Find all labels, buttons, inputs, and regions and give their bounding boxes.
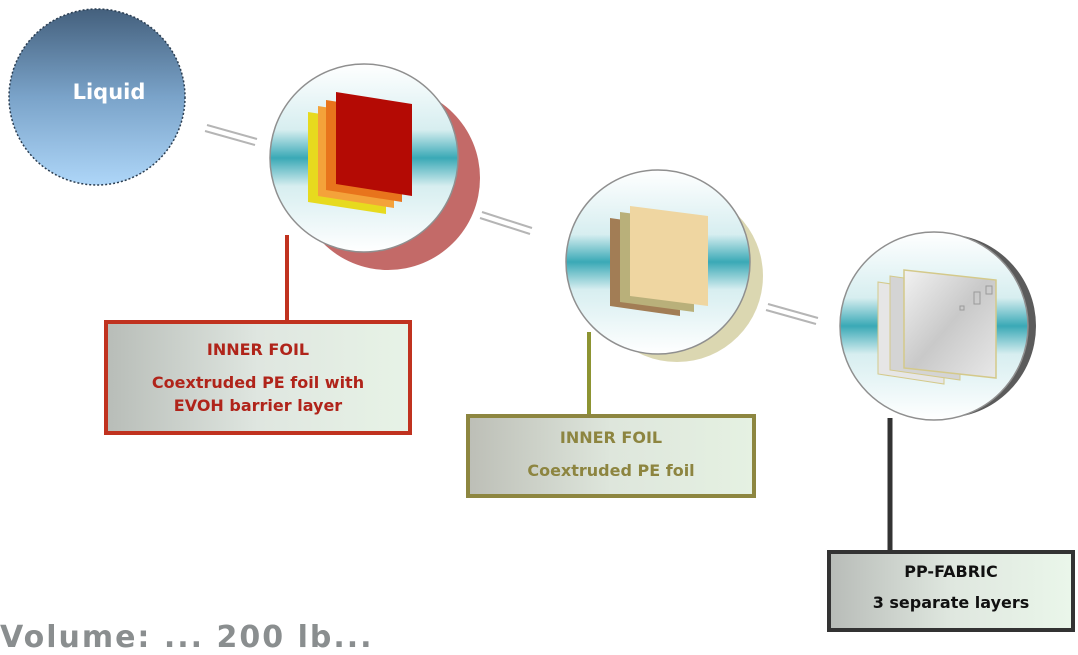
- pp-fabric-node: [839, 231, 1036, 421]
- inner-foil-pe-box: INNER FOIL Coextruded PE foil: [466, 414, 756, 498]
- connector-evoh-to-pe: [479, 211, 533, 235]
- evoh-foil-layers-icon: [308, 92, 412, 214]
- pp-fabric-layers-icon: [877, 269, 997, 385]
- inner-foil-evoh-line1: Coextruded PE foil with: [151, 373, 365, 392]
- connector-pe-to-fabric: [765, 303, 819, 325]
- inner-foil-evoh-line2: EVOH barrier layer: [173, 396, 343, 415]
- inner-foil-pe-line1: Coextruded PE foil: [527, 461, 695, 480]
- volume-caption: Volume: ... 200 lb...: [0, 620, 374, 655]
- liquid-label: Liquid: [72, 80, 146, 104]
- layer-diagram: [8, 8, 1036, 550]
- evoh-foil-node: [269, 63, 480, 270]
- liquid-node: [8, 8, 186, 186]
- pe-foil-node: [565, 169, 763, 362]
- pp-fabric-line1: 3 separate layers: [872, 593, 1030, 612]
- inner-foil-evoh-title: INNER FOIL: [206, 340, 310, 359]
- pp-fabric-box: PP-FABRIC 3 separate layers: [827, 550, 1075, 632]
- inner-foil-pe-title: INNER FOIL: [559, 428, 663, 447]
- pp-fabric-title: PP-FABRIC: [904, 562, 998, 581]
- pe-foil-layers-icon: [610, 206, 708, 316]
- connector-liquid-to-evoh: [204, 124, 258, 146]
- inner-foil-evoh-box: INNER FOIL Coextruded PE foil with EVOH …: [104, 320, 412, 435]
